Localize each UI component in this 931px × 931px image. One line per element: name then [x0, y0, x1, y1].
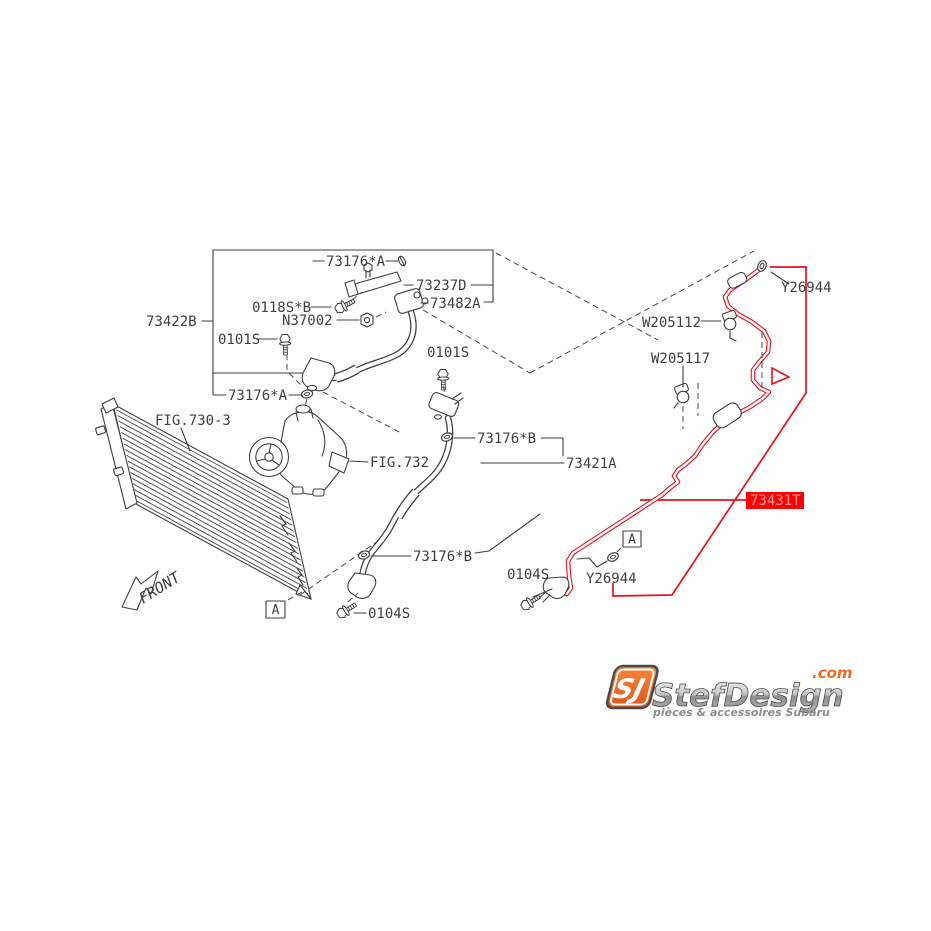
- logo-badge: SJ: [605, 664, 659, 710]
- section-a-box-left: [265, 600, 286, 619]
- part-label-0118sb: 0118S*B: [252, 300, 311, 316]
- vendor-logo: SJ StefDesign .com pièces & accessoires …: [605, 664, 853, 719]
- part-label-73482a: 73482A: [430, 296, 481, 312]
- section-a-letter-left: A: [272, 603, 280, 618]
- hose-bottom-fitting: [347, 572, 377, 599]
- compressor-port: [295, 404, 311, 414]
- part-label-n37002: N37002: [282, 313, 333, 329]
- part-label-w205112: W205112: [642, 315, 701, 331]
- clamp-w205112: [722, 309, 737, 342]
- part-label-y26944-top: Y26944: [781, 280, 832, 296]
- front-marker: FRONT: [121, 568, 185, 611]
- nut-n37002: [360, 312, 374, 328]
- oring-73176a-lower: [300, 388, 314, 400]
- hose-end-fitting: [301, 357, 336, 392]
- grommet-y26944-top: [757, 260, 767, 272]
- part-label-0104s-right: 0104S: [507, 567, 549, 583]
- part-label-0101s-left: 0101S: [218, 332, 260, 348]
- part-label-y26944-bottom: Y26944: [586, 571, 637, 587]
- fig-label-732: FIG.732: [370, 455, 429, 471]
- bracket-73237d: [350, 271, 402, 296]
- part-label-73237d: 73237D: [416, 278, 467, 294]
- logo-tld: .com: [812, 664, 853, 682]
- clamp-w205117: [673, 382, 690, 409]
- hose-top-fitting: [428, 391, 460, 417]
- oring-y26944-bottom: [605, 550, 621, 564]
- bolt-0101s-left: [278, 333, 292, 356]
- logo-wordmark: StefDesign: [652, 678, 844, 714]
- pipe-end-fitting: [542, 576, 570, 599]
- highlight-part-tag: [746, 492, 804, 509]
- bolt-0104s-left: [334, 599, 360, 621]
- condenser: FIG.730-3 A: [95, 397, 312, 619]
- lower-hose-assembly: 0101S 73176*B 73421A 73176*B 0104S: [334, 345, 617, 622]
- section-a-box-right: [622, 530, 642, 548]
- fig-label-730-3: FIG.730-3: [155, 413, 231, 429]
- front-arrow-icon: [121, 570, 159, 611]
- front-label: FRONT: [136, 568, 185, 608]
- part-label-73176a-lower: 73176*A: [228, 388, 288, 404]
- highlighted-pipe-assembly: Y26944 W205112 W205117 0104S Y26944 A 73…: [507, 260, 832, 613]
- part-label-0101s-right: 0101S: [427, 345, 469, 361]
- callout-bracket: [212, 249, 494, 396]
- part-label-73176b-bottom: 73176*B: [413, 549, 472, 565]
- pipe-mid-fitting: [712, 402, 742, 429]
- part-label-0104s-left: 0104S: [368, 606, 410, 622]
- part-label-73176b-mid: 73176*B: [477, 431, 536, 447]
- upper-hose-assembly: 73176*A 73237D 73482A 0118S*B N37002 734…: [146, 249, 494, 410]
- section-a-letter-right: A: [628, 533, 636, 548]
- part-label-73431t: 73431T: [750, 493, 801, 509]
- logo-tagline: pièces & accessoires Subaru: [652, 706, 830, 719]
- compressor: FIG.732: [248, 404, 429, 497]
- part-label-w205117: W205117: [651, 351, 710, 367]
- part-label-73421a: 73421A: [566, 456, 617, 472]
- part-label-73422b: 73422B: [146, 314, 197, 330]
- pipe-top-fitting: [727, 271, 748, 289]
- part-label-73176a-top: 73176*A: [326, 254, 386, 270]
- construction-lines: [299, 250, 755, 596]
- highlight-leader-polyline: [612, 266, 807, 597]
